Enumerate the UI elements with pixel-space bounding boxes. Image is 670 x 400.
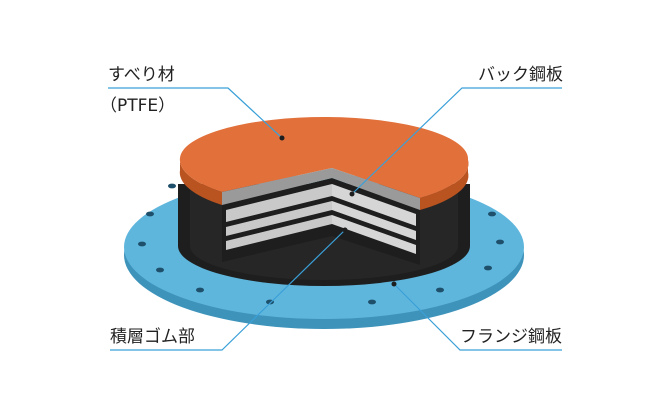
bolt-hole bbox=[496, 239, 504, 245]
leader-dot-back-steel bbox=[349, 191, 355, 197]
ptfe-top bbox=[179, 116, 469, 198]
bolt-hole bbox=[168, 183, 176, 189]
label-back-steel-plate: バック鋼板 bbox=[478, 65, 563, 85]
label-sliding-material-sub: （PTFE） bbox=[100, 96, 176, 116]
steel-layer-right bbox=[332, 201, 416, 240]
leader-dot-sliding bbox=[279, 135, 285, 141]
bolt-hole bbox=[146, 211, 154, 217]
cutaway-section bbox=[222, 178, 420, 265]
label-sliding-material: すべり材 bbox=[108, 65, 175, 85]
leader-lines bbox=[108, 87, 562, 351]
bolt-hole bbox=[436, 287, 444, 293]
steel-layer-left bbox=[226, 184, 332, 222]
bolt-hole bbox=[368, 299, 376, 305]
leader-dot-flange bbox=[391, 281, 397, 287]
leader-dots bbox=[279, 135, 397, 287]
bolt-hole bbox=[484, 265, 492, 271]
leader-back-steel-plate bbox=[351, 87, 562, 195]
bolt-hole bbox=[488, 211, 496, 217]
label-laminated-rubber: 積層ゴム部 bbox=[110, 327, 195, 347]
bolt-hole bbox=[156, 267, 164, 273]
ptfe-side-right bbox=[420, 160, 469, 210]
leader-laminated-rubber bbox=[110, 229, 346, 351]
bolt-hole bbox=[138, 241, 146, 247]
leader-sliding-material bbox=[108, 87, 283, 139]
steel-layer-right bbox=[332, 215, 416, 254]
leader-flange-steel-plate bbox=[393, 283, 562, 351]
label-flange-steel-plate: フランジ鋼板 bbox=[460, 327, 562, 347]
ptfe-sliding-material bbox=[179, 116, 469, 210]
leader-dot-rubber bbox=[342, 227, 348, 233]
bolt-hole bbox=[196, 287, 204, 293]
steel-layer-left bbox=[226, 201, 332, 236]
back-steel-plate-cut bbox=[222, 168, 420, 210]
ptfe-side bbox=[179, 158, 222, 205]
steel-layer-left bbox=[226, 215, 332, 250]
